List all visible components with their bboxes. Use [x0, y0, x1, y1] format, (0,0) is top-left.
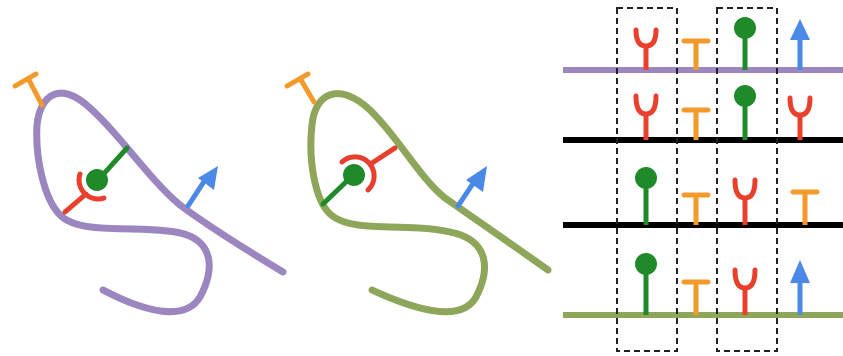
purple-loop-panel [12, 71, 287, 316]
up-arrow-icon [790, 19, 810, 70]
ball-and-stick-icon [635, 167, 657, 225]
y-receptor-icon [732, 177, 758, 225]
ball-and-stick-icon [734, 85, 756, 140]
t-bar-icon [681, 107, 711, 140]
green-strand [307, 90, 552, 316]
cup-socket-icon [62, 171, 107, 215]
purple-strand [33, 89, 287, 316]
green-loop-panel [284, 71, 552, 316]
y-receptor-icon [732, 267, 758, 315]
y-receptor-icon [633, 27, 659, 70]
up-arrow-icon [790, 260, 810, 315]
highlight-column-3 [716, 7, 778, 352]
t-bar-icon [790, 189, 820, 225]
y-receptor-icon [787, 95, 813, 140]
t-bar-icon [681, 279, 711, 315]
ball-and-stick-icon [320, 164, 365, 207]
t-bar-icon [12, 71, 45, 108]
ball-and-stick-icon [635, 253, 657, 315]
ball-and-stick-icon [86, 145, 130, 191]
t-bar-icon [681, 192, 711, 225]
y-receptor-icon [633, 93, 659, 140]
up-arrow-icon [455, 166, 487, 209]
aligned-strands-panel [563, 7, 843, 352]
t-bar-icon [284, 71, 317, 105]
highlight-column-1 [616, 7, 678, 352]
t-bar-icon [681, 38, 711, 70]
ball-and-stick-icon [734, 17, 756, 70]
cup-socket-icon [339, 145, 398, 193]
up-arrow-icon [185, 166, 218, 209]
